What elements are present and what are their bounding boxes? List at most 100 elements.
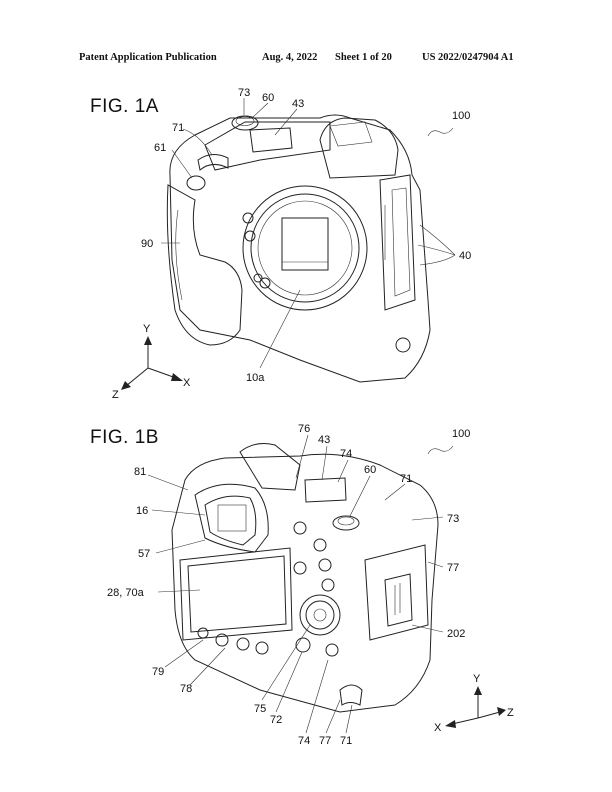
axis-y-arrow [144, 336, 152, 345]
ref-78: 78 [180, 683, 192, 695]
leader-74-bottom [305, 659, 329, 734]
axis-x-arrow-b [445, 720, 456, 728]
leader-78 [189, 647, 226, 686]
axis-label-x-b: X [434, 722, 442, 734]
controller-wheel-inner [305, 600, 335, 630]
leader-81 [147, 474, 189, 491]
side-grip [364, 544, 429, 641]
ref-71: 71 [172, 122, 184, 134]
ref-71-bottom: 71 [340, 735, 352, 747]
ref-73: 73 [447, 513, 459, 525]
publication-title: Patent Application Publication [79, 52, 217, 63]
ref-43: 43 [318, 434, 330, 446]
top-plate [204, 121, 331, 171]
rear-button-6 [325, 643, 339, 657]
axis-x-line-b [451, 717, 479, 725]
side-cover-inner [391, 187, 411, 297]
figure-label-1a: FIG. 1A [90, 96, 159, 117]
leader-28-70a [157, 589, 201, 593]
bottom-button [395, 337, 411, 353]
ref-72: 72 [270, 714, 282, 726]
front-dial [197, 154, 229, 171]
side-cover [379, 174, 416, 311]
leader-61 [171, 149, 193, 179]
top-display-rear [304, 477, 347, 503]
axis-label-z: Z [112, 389, 119, 401]
image-sensor [281, 217, 329, 271]
leader-76 [295, 434, 309, 479]
bottom-button-4 [255, 641, 269, 655]
publication-date: Aug. 4, 2022 [262, 52, 318, 63]
top-display [249, 127, 293, 153]
leader-40 [417, 224, 456, 266]
rear-main-dial [332, 515, 360, 531]
grip-contour [175, 209, 183, 301]
hot-shoe [329, 121, 373, 147]
sheet-number: Sheet 1 of 20 [335, 52, 392, 63]
ref-57: 57 [138, 548, 150, 560]
ref-71-top: 71 [400, 473, 412, 485]
lens-mount-ring [257, 200, 353, 296]
ref-40: 40 [459, 250, 471, 262]
axis-x-arrow [171, 373, 183, 381]
axis-z-arrow-b [497, 707, 506, 716]
shutter-button [186, 175, 206, 191]
eyecup-inner [204, 495, 257, 546]
main-dial [231, 115, 259, 131]
front-button-2 [244, 230, 256, 242]
leader-43 [274, 108, 298, 136]
leader-10a [259, 289, 301, 369]
leader-71 [182, 128, 213, 156]
ref-16: 16 [136, 505, 148, 517]
leader-100 [427, 127, 454, 137]
ref-74-top: 74 [340, 448, 352, 460]
axis-z-line-b [477, 711, 501, 719]
leader-75 [261, 624, 311, 701]
leader-77-bottom [325, 699, 341, 734]
leader-202 [411, 624, 444, 633]
ref-60: 60 [364, 464, 376, 476]
lens-mount-outer [242, 185, 368, 311]
publication-number: US 2022/0247904 A1 [422, 52, 514, 63]
leader-71-bottom [345, 704, 353, 734]
ref-60: 60 [262, 92, 274, 104]
ref-202: 202 [447, 628, 465, 640]
grip-outline [166, 184, 243, 346]
rear-button-5 [293, 521, 307, 535]
front-button-1 [242, 212, 254, 224]
leader-77-right [427, 561, 444, 568]
ref-81: 81 [134, 466, 146, 478]
rear-screen-frame [179, 547, 293, 641]
bottom-button-3 [236, 637, 250, 651]
page-header: Patent Application Publication Aug. 4, 2… [0, 52, 612, 68]
front-button-3 [259, 277, 271, 289]
controller-wheel-center [313, 608, 327, 622]
leader-74-top [337, 459, 349, 483]
ref-77-bottom: 77 [319, 735, 331, 747]
leader-72 [275, 651, 303, 713]
leader-71-top [384, 483, 406, 501]
leader-60 [251, 102, 269, 119]
eyepiece-window [217, 504, 247, 532]
controller-wheel [299, 594, 341, 636]
multi-controller [295, 637, 311, 653]
ref-100: 100 [452, 428, 470, 440]
front-button-4 [253, 273, 263, 283]
axis-label-x: X [183, 377, 191, 389]
leader-16 [151, 509, 206, 516]
ref-100: 100 [452, 110, 470, 122]
ref-74-bottom: 74 [298, 735, 310, 747]
axis-label-y: Y [143, 323, 151, 335]
main-dial-inner [235, 116, 255, 126]
axis-y-arrow-b [474, 686, 482, 695]
ref-61: 61 [154, 142, 166, 154]
rear-button-3 [321, 578, 335, 592]
rear-body-outline [171, 453, 439, 713]
rear-screen [187, 555, 287, 633]
leader-43 [321, 445, 328, 481]
bottom-button-2 [215, 633, 229, 647]
axis-label-y-b: Y [473, 673, 481, 685]
leader-60 [349, 475, 371, 517]
leader-73 [411, 516, 444, 521]
